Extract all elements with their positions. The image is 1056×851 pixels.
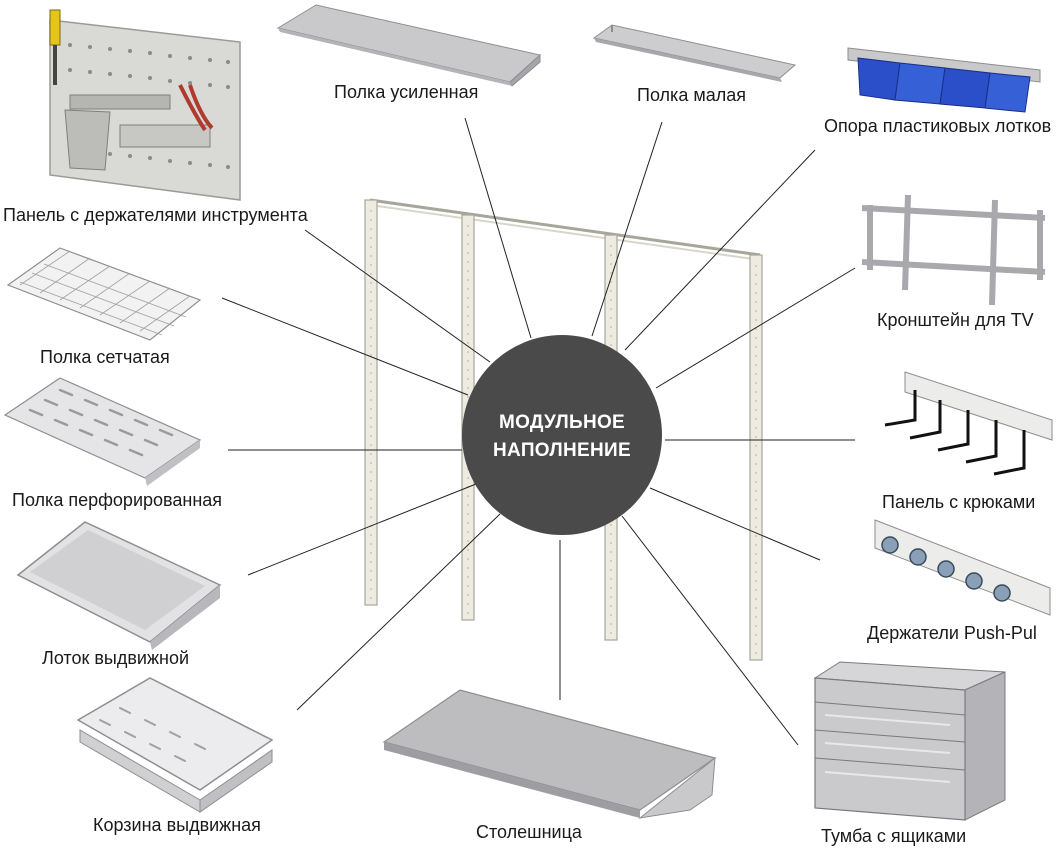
label-tool-panel: Панель с держателями инструмента	[3, 205, 308, 225]
plastic-tray-support-image	[847, 47, 1041, 113]
mesh-shelf-image	[6, 247, 202, 341]
connector-mesh-shelf	[221, 297, 469, 396]
label-push-pull-holders: Держатели Push-Pul	[867, 623, 1037, 643]
sliding-tray-image	[16, 521, 222, 650]
connector-tray-support	[624, 149, 816, 351]
connector-sliding-tray	[247, 483, 477, 576]
connector-shelf-small	[591, 121, 663, 337]
center-title-line1: МОДУЛЬНОЕ	[499, 412, 625, 433]
tool-panel-image	[49, 9, 241, 201]
shelf-reinforced-image	[276, 4, 542, 87]
central-node: МОДУЛЬНОЕ НАПОЛНЕНИЕ	[462, 335, 662, 535]
label-tv-bracket: Кронштейн для TV	[877, 310, 1034, 330]
label-sliding-basket: Корзина выдвижная	[93, 815, 261, 835]
sliding-basket-image	[76, 677, 274, 813]
label-mesh-shelf: Полка сетчатая	[40, 347, 170, 367]
connector-tv-bracket	[655, 267, 856, 389]
label-drawer-cabinet: Тумба с ящиками	[821, 826, 967, 846]
connector-push-pull	[649, 487, 821, 561]
connector-shelf-reinforced	[464, 117, 532, 339]
label-perforated-shelf: Полка перфорированная	[12, 490, 223, 510]
connector-drawer-cabinet	[621, 515, 799, 746]
label-hook-panel: Панель с крюками	[882, 492, 1036, 512]
label-worktop: Столешница	[476, 822, 582, 842]
connector-lines	[221, 117, 856, 746]
label-plastic-tray-support: Опора пластиковых лотков	[824, 116, 1052, 136]
label-sliding-tray: Лоток выдвижной	[42, 648, 190, 668]
tv-bracket-image	[861, 194, 1046, 306]
push-pull-holders-image	[874, 519, 1051, 616]
connector-tool-panel	[304, 229, 491, 363]
center-title-line2: НАПОЛНЕНИЕ	[493, 440, 631, 461]
perforated-shelf-image	[3, 377, 202, 486]
label-shelf-small: Полка малая	[637, 85, 746, 105]
shelf-small-image	[592, 24, 797, 82]
hook-panel-image	[884, 371, 1053, 476]
label-shelf-reinforced: Полка усиленная	[334, 82, 479, 102]
worktop-image	[382, 689, 717, 819]
connector-sliding-basket	[296, 513, 501, 711]
drawer-cabinet-image	[813, 661, 1006, 821]
